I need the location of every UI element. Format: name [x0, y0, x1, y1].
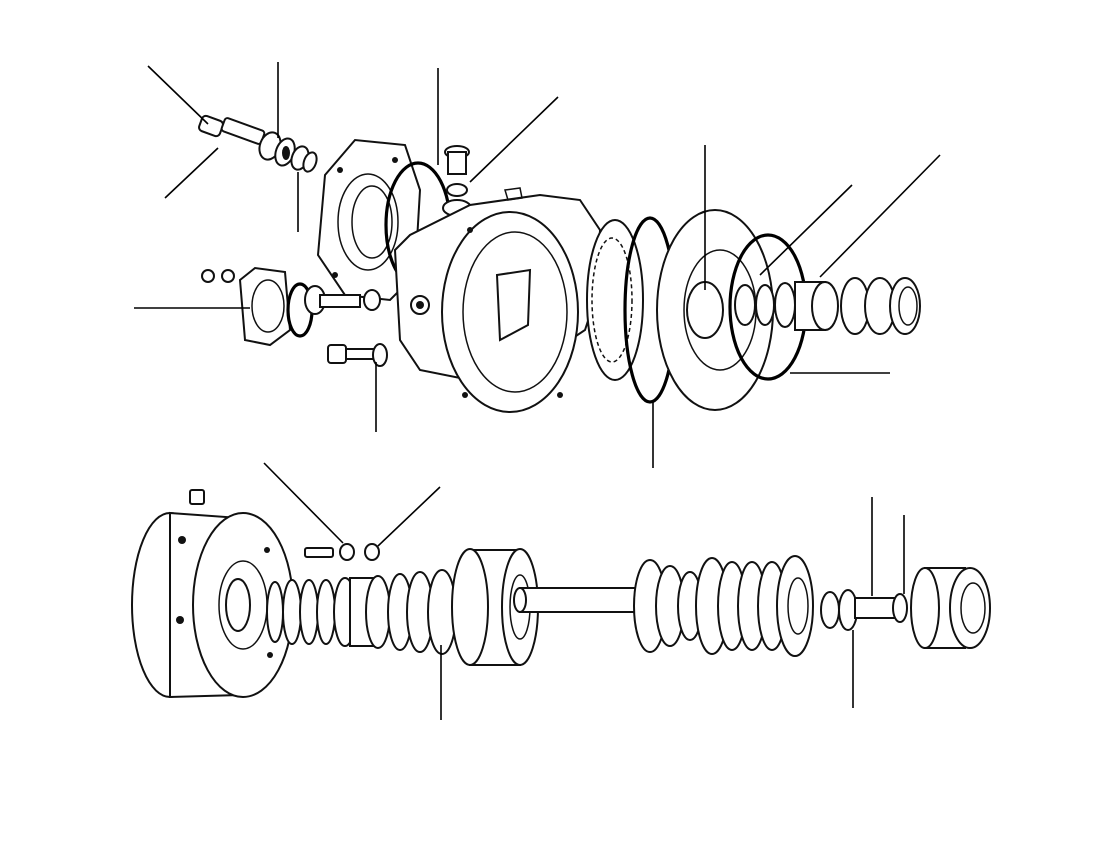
- leader-line: [377, 486, 441, 547]
- leader-lines: [134, 62, 941, 720]
- bushing-stack: [734, 277, 921, 335]
- main-shaft: [513, 587, 641, 613]
- gearbox-end-housing: [131, 489, 294, 699]
- upper-assembly: [198, 114, 921, 413]
- housing-bolt: [327, 343, 388, 367]
- leader-line: [819, 154, 941, 278]
- leader-line: [469, 96, 559, 183]
- worm-shaft: [266, 569, 457, 655]
- pump-housing: [393, 187, 602, 413]
- leader-line: [164, 147, 219, 199]
- roller-wheel: [451, 548, 539, 666]
- leader-line: [759, 184, 853, 276]
- end-cap: [910, 567, 991, 649]
- gear-cluster: [633, 555, 814, 657]
- leader-line: [263, 462, 344, 544]
- stud-and-nuts: [304, 543, 380, 561]
- lower-assembly: [131, 489, 991, 699]
- gear-wheel: [586, 219, 644, 381]
- shaft-end-parts: [820, 589, 908, 631]
- leader-line: [147, 65, 209, 125]
- end-cap-assembly: [201, 266, 381, 347]
- banjo-fitting: [198, 114, 318, 173]
